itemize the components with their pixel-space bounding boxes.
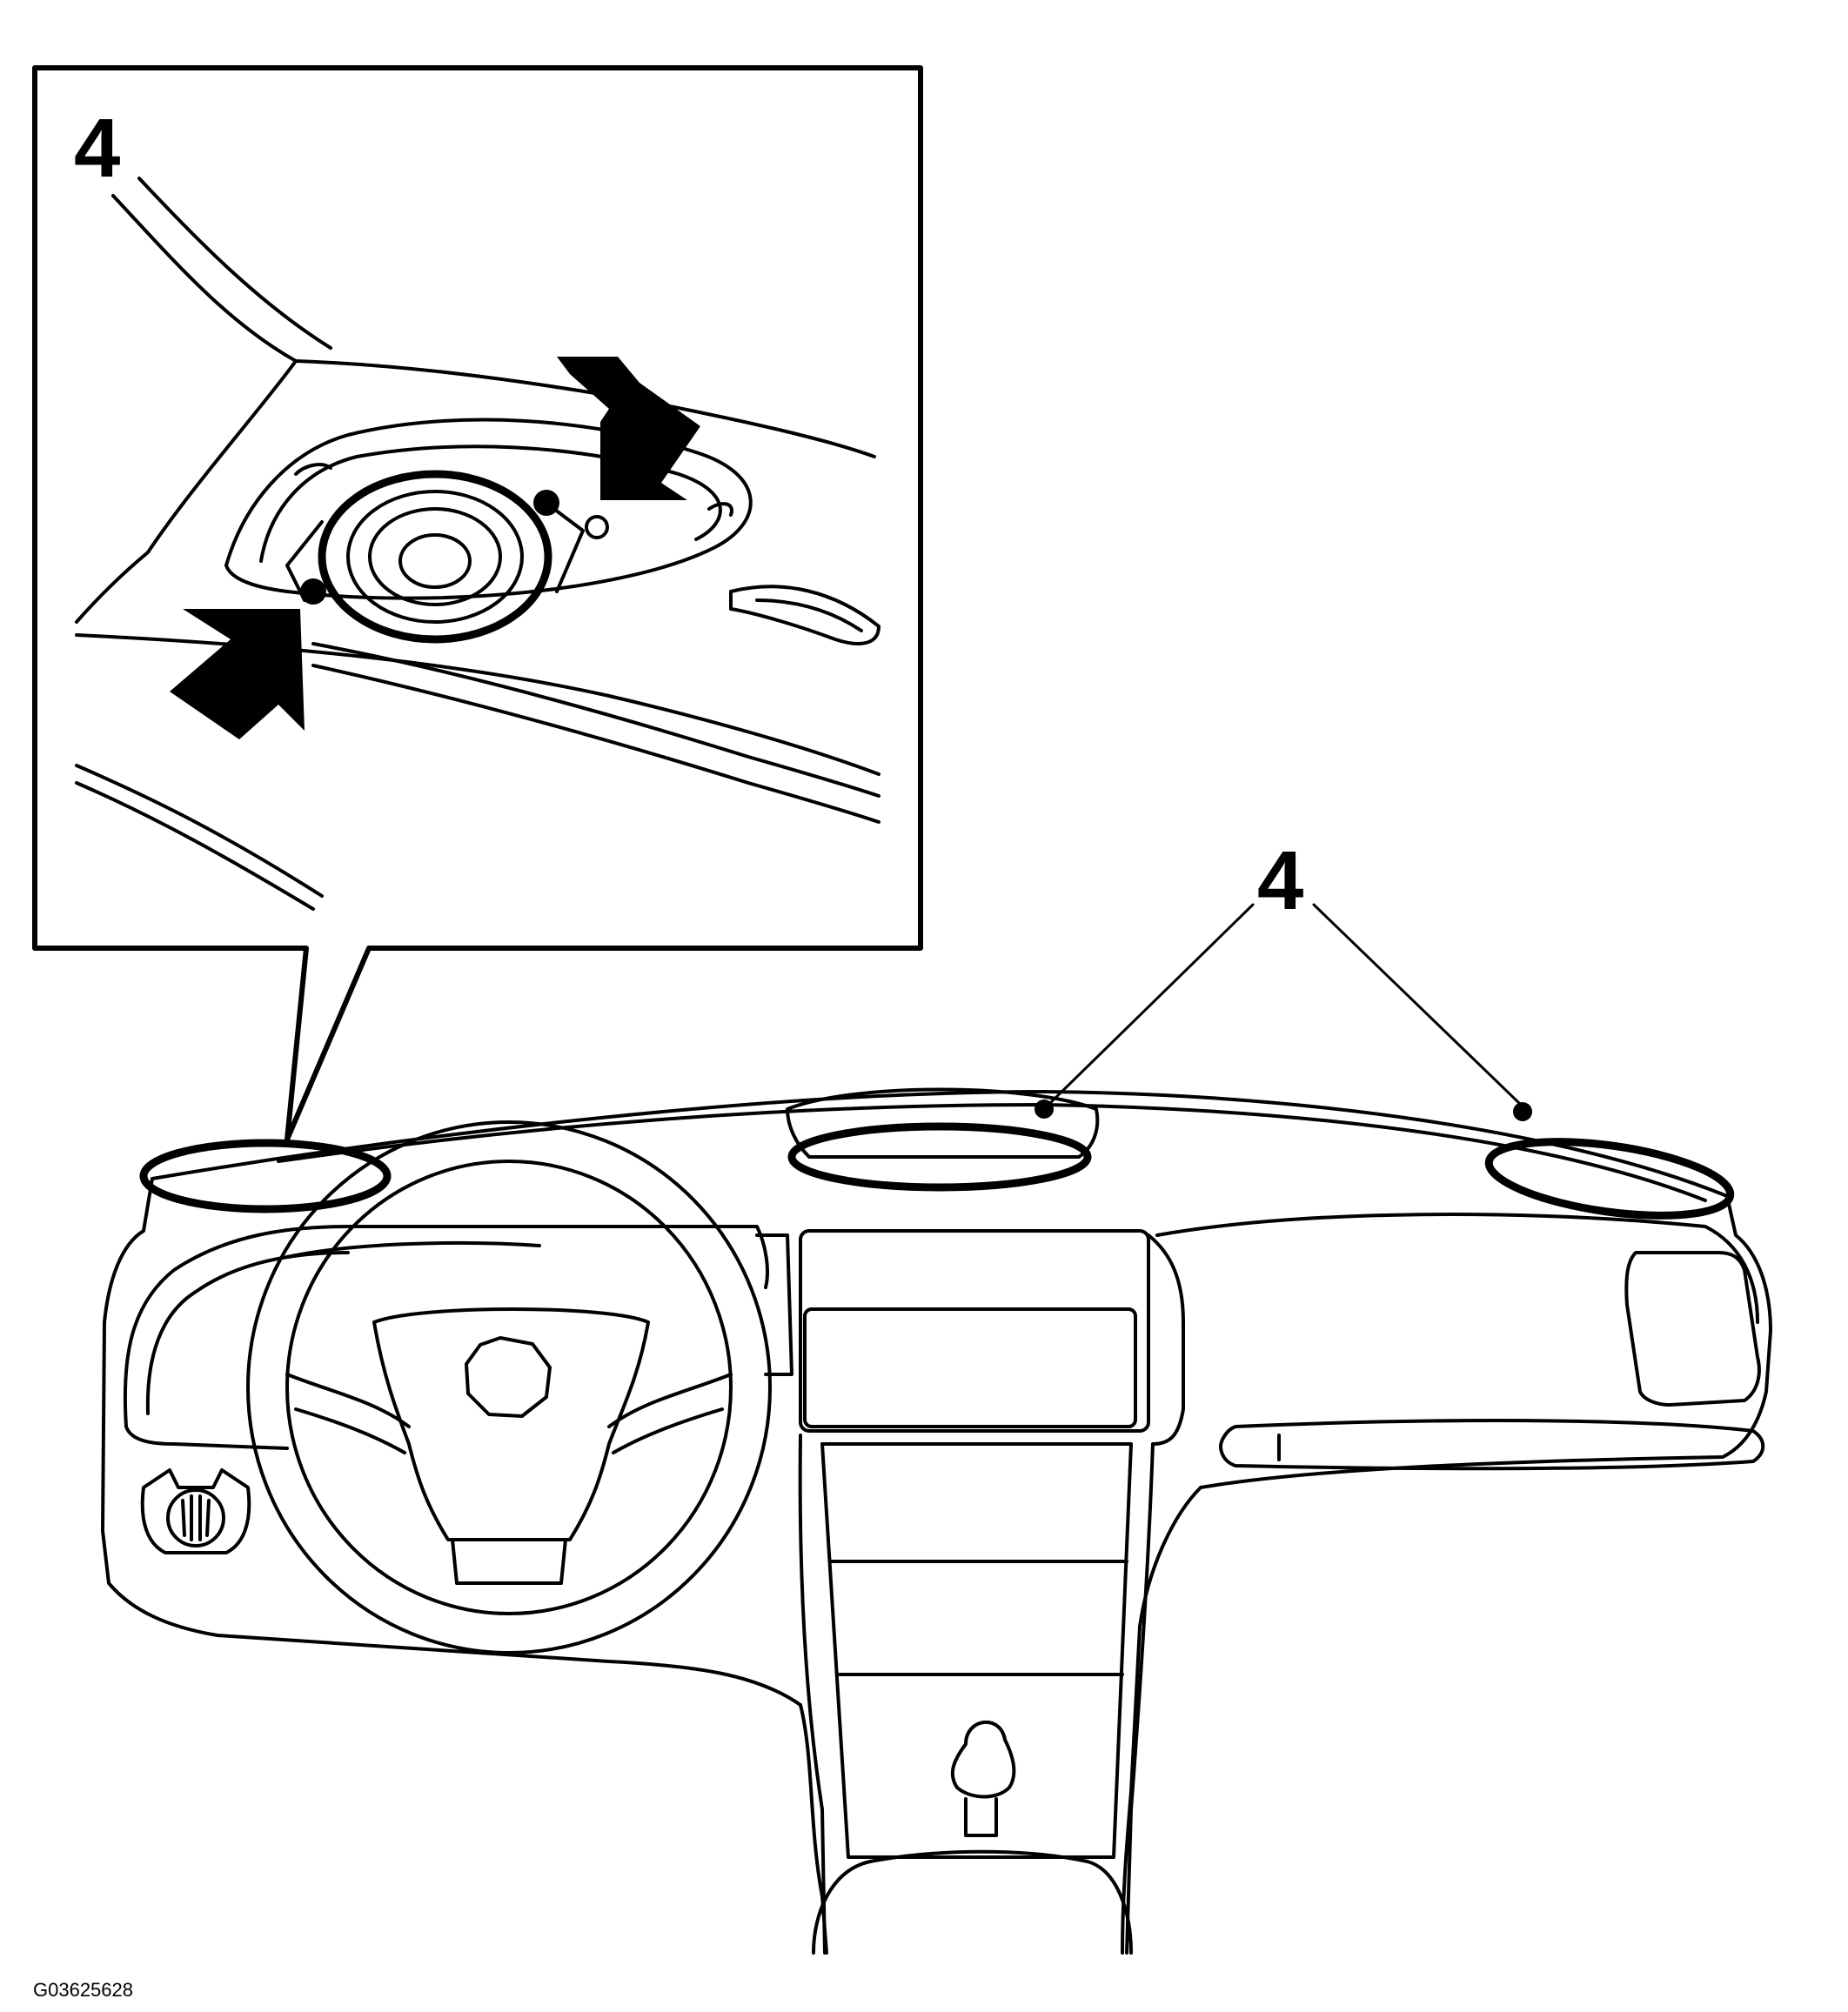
- inset-vent-inner: [755, 598, 863, 632]
- inset-screw-upper: [533, 490, 559, 516]
- inset-grill-slot-right: [707, 502, 733, 517]
- instrument-cluster-hood: [123, 1225, 769, 1428]
- inset-lower-contour: [75, 764, 324, 898]
- steering-wheel-spoke-right: [607, 1373, 733, 1454]
- inset-speaker-bracket: [285, 503, 585, 602]
- inset-grill-slot-left: [294, 463, 332, 476]
- dash-body-outline-right: [1121, 1194, 1772, 1955]
- inset-callout-number: 4: [74, 102, 120, 195]
- steering-wheel-rim-inner: [285, 1160, 733, 1615]
- inset-speaker-recess-inner: [259, 445, 722, 563]
- passenger-vent-surround: [1155, 1213, 1759, 1324]
- gear-shifter: [812, 1720, 1133, 1955]
- inset-windshield-edge: [111, 194, 298, 363]
- inset-arrow-upper: [557, 357, 700, 500]
- center-display-frame: [799, 1229, 1150, 1433]
- console-outer-left: [798, 1434, 827, 1955]
- passenger-vent: [1624, 1251, 1761, 1407]
- dashboard-view: 4: [101, 834, 1772, 1955]
- headlight-switch-ridges: [181, 1494, 211, 1541]
- inset-dash-line-3: [311, 664, 880, 824]
- gear-stick: [964, 1797, 998, 1837]
- inset-speaker-dustcap: [398, 533, 472, 589]
- speaker-grille-left: [139, 1139, 392, 1213]
- glovebox-trim: [1219, 1419, 1765, 1471]
- gear-boot-base: [812, 1849, 1133, 1955]
- inset-dash-line-2: [311, 642, 880, 798]
- callout-dot-center: [1034, 1100, 1054, 1119]
- main-callout-number: 4: [1257, 834, 1303, 927]
- center-stack-trim-right: [1147, 1233, 1185, 1446]
- inset-detail: 4: [32, 65, 923, 1142]
- inset-clip: [585, 515, 609, 539]
- leader-line-center: [1047, 903, 1255, 1106]
- figure-id: G03625628: [33, 1979, 133, 2001]
- dash-body-outline: [101, 1177, 828, 1955]
- headlight-switch[interactable]: [140, 1468, 251, 1554]
- inset-speaker-mid-ring: [346, 490, 524, 624]
- leader-line-right: [1312, 903, 1523, 1106]
- inset-frame: [32, 65, 923, 1142]
- inset-lower-contour-2: [75, 781, 315, 911]
- headlight-switch-bezel: [140, 1468, 251, 1554]
- center-console: [820, 1442, 1133, 1859]
- speaker-grille-right: [1484, 1138, 1735, 1220]
- steering-wheel-spoke-left: [285, 1373, 411, 1454]
- cluster-bottom: [124, 1425, 289, 1450]
- inset-vent: [729, 585, 880, 645]
- steering-wheel: [246, 1120, 772, 1654]
- center-stack-trim-left: [755, 1233, 793, 1376]
- steering-wheel-hub: [372, 1307, 650, 1541]
- steering-column: [285, 1240, 541, 1259]
- center-display: [803, 1307, 1137, 1428]
- headlight-switch-knob: [166, 1488, 225, 1547]
- speaker-grille-center: [787, 1122, 1092, 1192]
- inset-windshield-edge-2: [137, 177, 332, 350]
- inset-speaker-outer-ring: [318, 470, 552, 644]
- inset-screw-lower: [300, 578, 326, 605]
- horn-pad-emblem: [465, 1336, 552, 1418]
- inset-arrow-lower: [170, 609, 305, 739]
- gear-knob: [950, 1720, 1016, 1799]
- console-outer-right: [1125, 1442, 1155, 1955]
- inset-speaker-cone: [368, 507, 502, 606]
- steering-wheel-rim-outer: [246, 1120, 772, 1654]
- callout-dot-right: [1513, 1102, 1532, 1121]
- inset-dash-panel: [75, 359, 298, 624]
- steering-wheel-lower-spoke: [451, 1538, 567, 1585]
